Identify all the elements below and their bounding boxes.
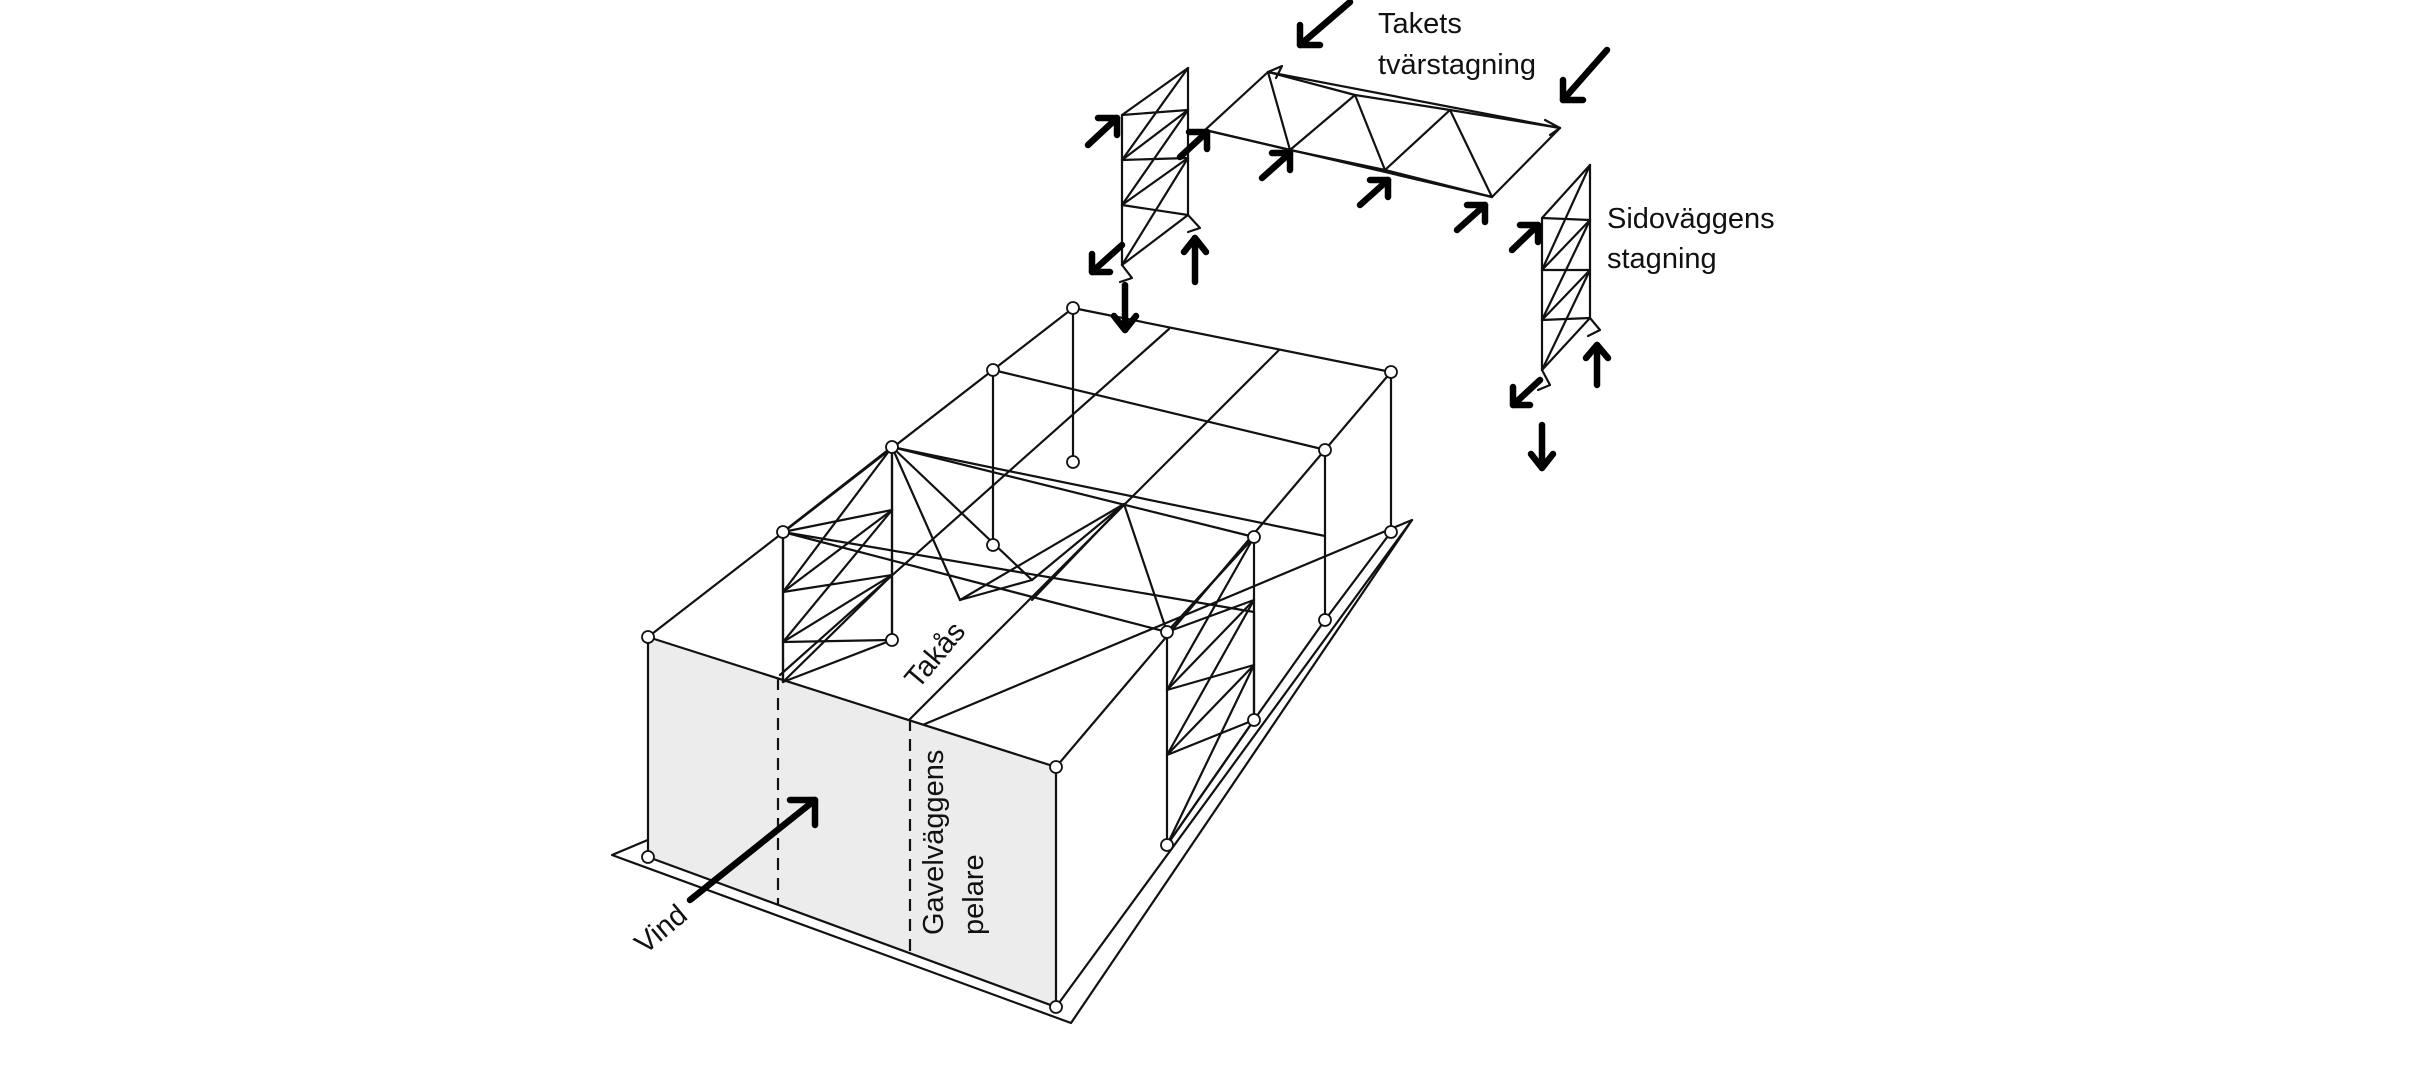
arrow-roof-bottom-1 [1258,149,1294,182]
left-wall-bracing [781,445,894,684]
exploded-right-wall-truss [1536,163,1602,392]
exploded-left-wall-truss [1118,66,1202,284]
ground-plate [610,518,1414,1025]
arrow-right-truss-up [1582,341,1612,389]
arrow-left-truss-out [1088,241,1126,276]
arrow-left-truss-in-1 [1084,114,1121,149]
arrow-left-truss-in-2 [1176,128,1211,161]
roof-cross-bracing [781,445,1256,634]
arrow-wind [686,796,819,904]
arrow-roof-top-2 [1559,46,1611,104]
arrow-left-truss-down [1110,281,1140,334]
arrow-right-truss-down [1527,421,1557,472]
force-arrows [686,0,1612,904]
label-wind: Vind [629,899,694,960]
right-wall-bracing [1165,535,1256,847]
arrow-right-truss-out [1509,376,1544,409]
exploded-roof-truss [1203,64,1562,199]
label-side-wall-bracing-2: stagning [1607,243,1717,275]
label-gable-column-1: Gavelväggens [918,750,950,935]
arrow-left-truss-up [1180,234,1210,286]
label-purlin: Takås [899,616,972,695]
label-roof-bracing-1: Takets [1378,8,1462,40]
arrow-right-truss-in [1508,221,1542,254]
label-side-wall-bracing-1: Sidoväggens [1607,203,1775,235]
label-roof-bracing-2: tvärstagning [1378,49,1536,81]
arrow-roof-top-1 [1296,0,1354,49]
arrow-roof-bottom-3 [1453,201,1489,234]
label-gable-column-2: pelare [958,854,990,935]
gable-wall [646,635,1058,1009]
frame-nodes [641,301,1398,1014]
arrow-roof-bottom-2 [1356,176,1392,209]
